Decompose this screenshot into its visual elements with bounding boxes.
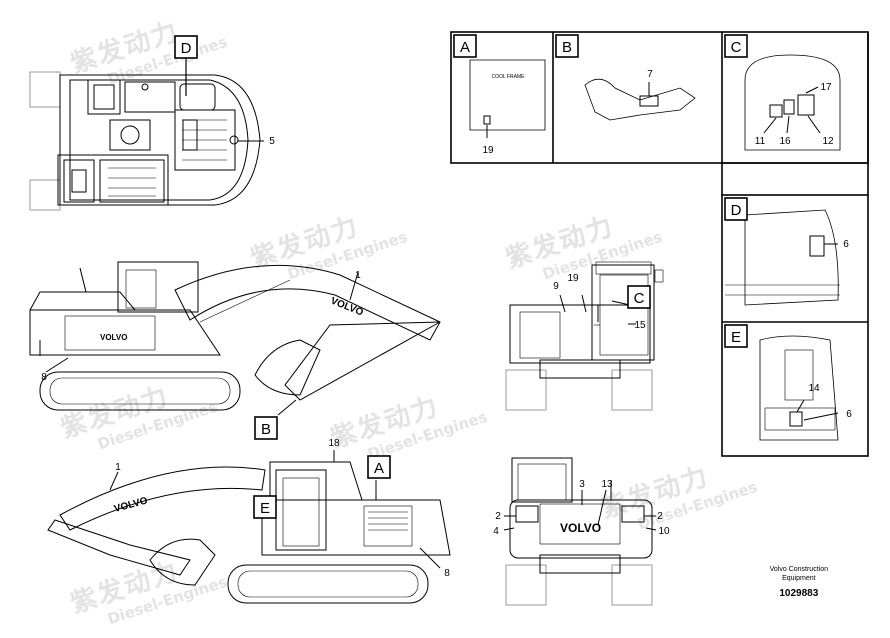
svg-text:B: B [261,421,271,438]
volvo-decal-boom-right: VOLVO [113,495,149,515]
callout-side-left-1: 1 [355,270,361,281]
svg-text:A: A [374,460,384,477]
callout-front-4: 4 [493,526,499,537]
svg-text:B: B [562,39,572,56]
callout-rear-19: 19 [567,273,579,284]
panel-a-inner-label: COOL FRAME [492,74,526,80]
detail-a-drawing [469,59,546,138]
detail-frame-top [450,31,869,164]
detail-e-drawing [759,335,839,441]
callout-c-11: 11 [755,136,766,147]
callout-side-right-1: 1 [115,462,121,473]
rear-view [505,261,664,411]
callout-b-7: 7 [647,69,653,80]
side-view-left [29,261,441,416]
front-view [503,457,657,606]
callout-c-16: 16 [779,136,791,147]
callout-c-17: 17 [820,82,832,93]
callout-front-10: 10 [658,526,670,537]
brand-line-2: Equipment [782,575,816,582]
detail-frame-right [721,194,869,457]
callout-rear-15: 15 [634,320,646,331]
volvo-decal-front: VOLVO [560,521,601,535]
svg-text:C: C [731,39,742,56]
callout-side-right-18: 18 [328,438,340,449]
svg-text:D: D [181,40,192,57]
callout-a-19: 19 [482,145,494,156]
svg-text:A: A [460,39,470,56]
panel-label-b: B [555,34,579,58]
callout-e-14: 14 [808,383,820,394]
view-marker-d-top: D [174,35,198,59]
volvo-decals: VOLVO VOLVO VOLVO VOLVO [100,296,601,535]
view-markers: D B C A E A [174,34,748,519]
view-marker-b: B [254,416,278,440]
volvo-decal-boom-left: VOLVO [329,296,365,319]
callout-c-12: 12 [822,136,834,147]
callout-side-right-8: 8 [444,568,450,579]
panel-label-c: C [724,34,748,58]
callout-side-left-8: 8 [41,372,47,383]
svg-text:E: E [731,329,741,346]
callout-numbers: 19 COOL FRAME 7 17 11 16 12 6 14 6 5 1 8… [41,69,852,579]
volvo-decal-body-left: VOLVO [100,333,127,342]
part-number: 1029883 [779,588,819,599]
panel-label-a: A [453,34,477,58]
callout-d-6: 6 [843,239,849,250]
side-view-right [47,450,451,604]
callout-front-2-right: 2 [657,511,663,522]
svg-text:C: C [634,290,645,307]
callout-front-2-left: 2 [495,511,501,522]
svg-text:D: D [731,202,742,219]
top-view [29,58,264,211]
detail-c-drawing [744,54,841,151]
brand-line-1: Volvo Construction [769,566,828,573]
callout-front-3: 3 [579,479,585,490]
detail-b-drawing [584,78,696,121]
view-marker-c: C [627,285,651,309]
view-marker-a: A [367,455,391,479]
svg-text:E: E [260,500,270,517]
callout-rear-9: 9 [553,281,559,292]
callout-e-6: 6 [846,409,852,420]
panel-label-e: E [724,324,748,348]
footer: Volvo Construction Equipment 1029883 [770,565,828,599]
panel-label-d: D [724,197,748,221]
view-marker-e: E [253,495,277,519]
callout-top-5: 5 [269,136,275,147]
callout-front-13: 13 [601,479,613,490]
detail-d-drawing [725,209,840,306]
